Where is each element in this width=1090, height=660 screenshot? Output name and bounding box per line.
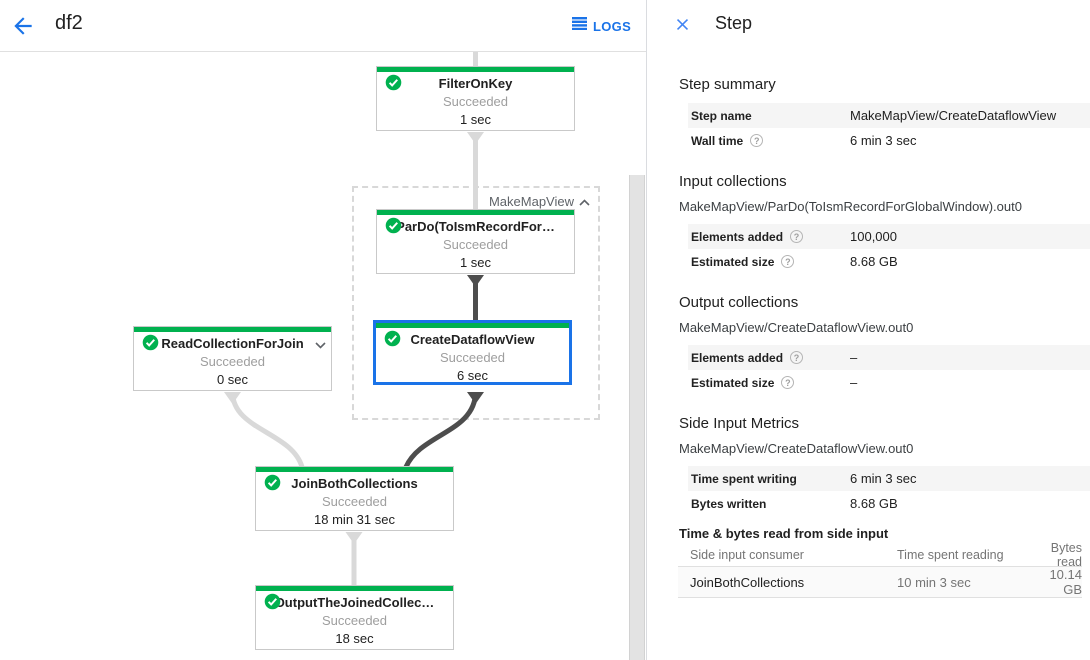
node-status-bar bbox=[256, 467, 453, 472]
logs-list-icon bbox=[572, 17, 587, 35]
kv-row-time-spent-writing: Time spent writing 6 min 3 sec bbox=[688, 466, 1090, 491]
graph-node-createdataflowview-selected[interactable]: CreateDataflowView Succeeded 6 sec bbox=[373, 320, 572, 385]
table-header-row: Side input consumer Time spent reading B… bbox=[678, 541, 1082, 569]
back-button[interactable] bbox=[10, 13, 36, 39]
node-status: Succeeded bbox=[321, 613, 388, 628]
node-time: 1 sec bbox=[459, 255, 492, 270]
job-graph-canvas[interactable]: MakeMapView bbox=[0, 52, 646, 660]
graph-node-filteronkey[interactable]: FilterOnKey Succeeded 1 sec bbox=[376, 66, 575, 131]
node-status-bar bbox=[134, 327, 331, 332]
logs-button[interactable]: LOGS bbox=[572, 16, 631, 36]
kv-label: Elements added ? bbox=[691, 351, 804, 365]
kv-label: Time spent writing bbox=[691, 471, 797, 486]
cell-time-spent-reading: 10 min 3 sec bbox=[897, 574, 971, 590]
column-header-side-input-consumer: Side input consumer bbox=[690, 548, 804, 562]
column-header-time-spent-reading: Time spent reading bbox=[897, 548, 1004, 562]
section-heading-output-collections: Output collections bbox=[679, 294, 799, 311]
check-circle-icon bbox=[264, 474, 281, 491]
node-status: Succeeded bbox=[321, 494, 388, 509]
kv-value: 8.68 GB bbox=[850, 496, 898, 511]
kv-row-estimated-size: Estimated size ? – bbox=[688, 370, 1090, 395]
help-icon[interactable]: ? bbox=[790, 351, 804, 364]
kv-label: Step name bbox=[691, 108, 752, 123]
table-row: JoinBothCollections 10 min 3 sec 10.14 G… bbox=[678, 567, 1082, 598]
section-heading-side-input-metrics: Side Input Metrics bbox=[679, 415, 800, 432]
cell-side-input-consumer: JoinBothCollections bbox=[690, 574, 805, 590]
node-time: 1 sec bbox=[459, 112, 492, 127]
graph-vertical-scrollbar[interactable] bbox=[629, 175, 645, 660]
kv-row-bytes-written: Bytes written 8.68 GB bbox=[688, 491, 1090, 516]
table-heading-side-input-read: Time & bytes read from side input bbox=[679, 526, 889, 541]
kv-row-elements-added: Elements added ? – bbox=[688, 345, 1090, 370]
group-label-text: MakeMapView bbox=[488, 194, 574, 209]
kv-row-step-name: Step name MakeMapView/CreateDataflowView bbox=[688, 103, 1090, 128]
graph-node-pardo-toismrecord[interactable]: ParDo(ToIsmRecordFor… Succeeded 1 sec bbox=[376, 209, 575, 274]
group-collapse-control[interactable]: MakeMapView bbox=[489, 194, 590, 209]
check-circle-icon bbox=[142, 334, 159, 351]
help-icon[interactable]: ? bbox=[790, 230, 804, 243]
node-title: JoinBothCollections bbox=[291, 476, 418, 491]
check-circle-icon bbox=[385, 217, 402, 234]
kv-row-estimated-size: Estimated size ? 8.68 GB bbox=[688, 249, 1090, 274]
node-time: 0 sec bbox=[216, 372, 249, 387]
kv-value: – bbox=[850, 375, 858, 390]
kv-value: 8.68 GB bbox=[850, 254, 898, 269]
page-title: df2 bbox=[55, 12, 83, 34]
kv-value: 6 min 3 sec bbox=[850, 133, 917, 148]
node-title: ParDo(ToIsmRecordFor… bbox=[396, 219, 555, 234]
check-circle-icon bbox=[385, 74, 402, 91]
graph-node-joinbothcollections[interactable]: JoinBothCollections Succeeded 18 min 31 … bbox=[255, 466, 454, 531]
arrow-back-icon bbox=[10, 17, 36, 43]
kv-label: Estimated size ? bbox=[691, 255, 795, 269]
kv-row-elements-added: Elements added ? 100,000 bbox=[688, 224, 1090, 249]
node-status-bar bbox=[376, 323, 569, 328]
node-title: FilterOnKey bbox=[438, 76, 513, 91]
node-status: Succeeded bbox=[439, 350, 506, 365]
section-heading-step-summary: Step summary bbox=[679, 76, 776, 93]
kv-value: 6 min 3 sec bbox=[850, 471, 917, 486]
close-icon bbox=[673, 18, 692, 38]
node-status: Succeeded bbox=[442, 237, 509, 252]
graph-edges bbox=[224, 52, 484, 588]
node-time: 18 sec bbox=[335, 631, 374, 646]
node-title: ReadCollectionForJoin bbox=[161, 336, 304, 351]
kv-label: Elements added ? bbox=[691, 230, 804, 244]
node-time: 6 sec bbox=[456, 368, 489, 383]
kv-value: – bbox=[850, 350, 858, 365]
graph-node-readcollectionforjoin[interactable]: ReadCollectionForJoin Succeeded 0 sec bbox=[133, 326, 332, 391]
output-collection-path: MakeMapView/CreateDataflowView.out0 bbox=[679, 320, 914, 335]
node-title: OutputTheJoinedCollec… bbox=[274, 595, 435, 610]
check-circle-icon bbox=[264, 593, 281, 610]
node-status: Succeeded bbox=[199, 354, 266, 369]
logs-button-label: LOGS bbox=[593, 18, 632, 34]
node-title: CreateDataflowView bbox=[410, 332, 535, 347]
chevron-up-icon bbox=[579, 194, 590, 209]
node-time: 18 min 31 sec bbox=[314, 512, 395, 527]
node-status-bar bbox=[256, 586, 453, 591]
chevron-down-icon[interactable] bbox=[315, 336, 326, 354]
kv-label: Wall time ? bbox=[691, 134, 764, 148]
panel-title: Step bbox=[715, 13, 753, 33]
help-icon[interactable]: ? bbox=[781, 255, 795, 268]
help-icon[interactable]: ? bbox=[781, 376, 795, 389]
column-header-bytes-read: Bytes read bbox=[1050, 541, 1082, 569]
kv-label: Bytes written bbox=[691, 496, 767, 511]
node-status: Succeeded bbox=[442, 94, 509, 109]
close-button[interactable] bbox=[673, 15, 693, 35]
graph-node-outputthejoinedcollection[interactable]: OutputTheJoinedCollec… Succeeded 18 sec bbox=[255, 585, 454, 650]
kv-label: Estimated size ? bbox=[691, 376, 795, 390]
step-details-panel: Step Step summary Step name MakeMapView/… bbox=[646, 0, 1090, 660]
help-icon[interactable]: ? bbox=[750, 134, 764, 147]
kv-value: 100,000 bbox=[850, 229, 897, 244]
node-status-bar bbox=[377, 210, 574, 215]
check-circle-icon bbox=[384, 330, 401, 347]
section-heading-input-collections: Input collections bbox=[679, 173, 787, 190]
kv-value: MakeMapView/CreateDataflowView bbox=[850, 108, 1057, 123]
side-input-path: MakeMapView/CreateDataflowView.out0 bbox=[679, 441, 914, 456]
kv-row-wall-time: Wall time ? 6 min 3 sec bbox=[688, 128, 1090, 153]
node-status-bar bbox=[377, 67, 574, 72]
cell-bytes-read: 10.14 GB bbox=[1049, 567, 1082, 597]
input-collection-path: MakeMapView/ParDo(ToIsmRecordForGlobalWi… bbox=[679, 199, 1022, 214]
